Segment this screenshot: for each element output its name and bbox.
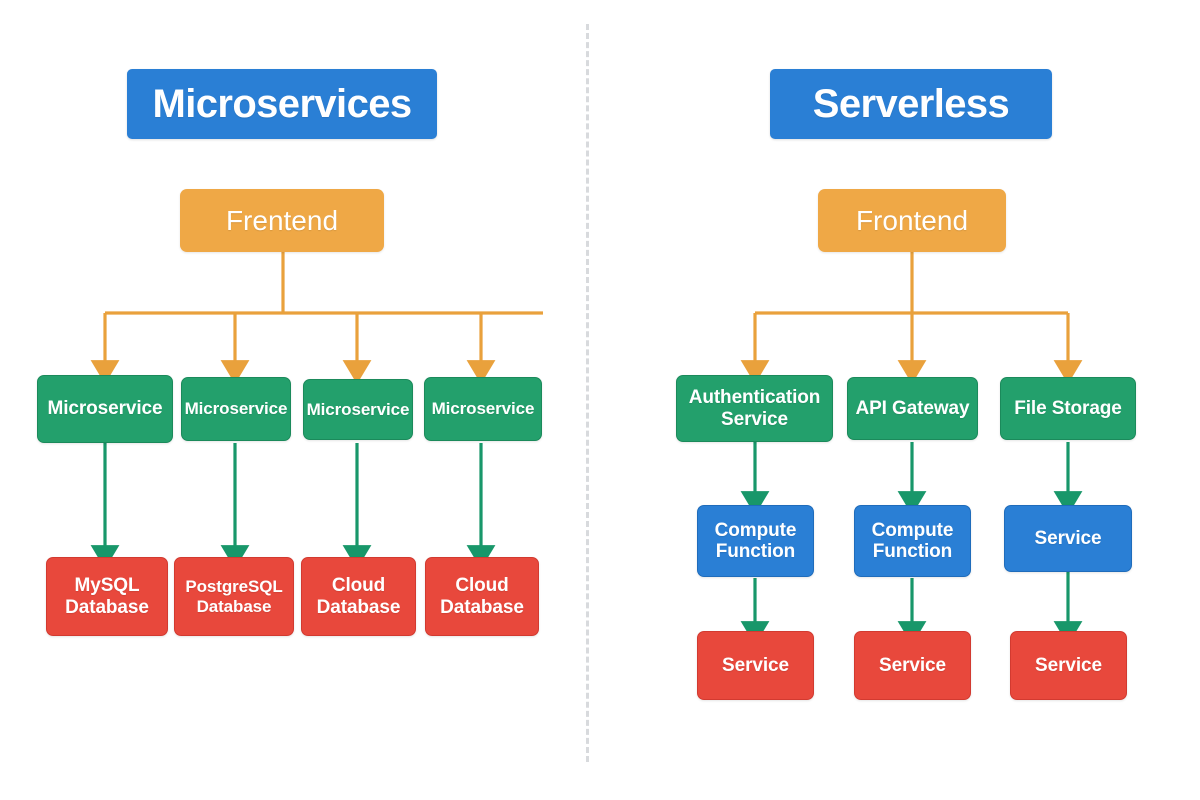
right-endpoint-node-3[interactable]: Service [1010,631,1127,700]
left-database-node-1[interactable]: MySQL Database [46,557,168,636]
left-frontend-node[interactable]: Frentend [180,189,384,252]
right-service-node-3[interactable]: File Storage [1000,377,1136,440]
left-database-label-1: MySQL Database [65,575,149,618]
left-frontend-fanout [90,252,543,385]
right-compute-node-2[interactable]: Compute Function [854,505,971,577]
left-service-node-1[interactable]: Microservice [37,375,173,443]
right-service-label-1: Authentication Service [688,387,821,430]
left-service-label-4: Microservice [431,399,535,419]
left-panel-title-label: Microservices [152,81,412,126]
right-service-to-compute-arrows [740,442,1083,516]
left-service-label-2: Microservice [184,399,288,419]
panel-divider [586,24,589,762]
right-endpoint-node-1[interactable]: Service [697,631,814,700]
right-endpoint-label-1: Service [722,654,789,676]
right-service-node-1[interactable]: Authentication Service [676,375,833,442]
left-service-node-4[interactable]: Microservice [424,377,542,441]
right-service-label-2: API Gateway [855,397,970,419]
right-compute-label-1: Compute Function [714,519,797,562]
left-database-label-3: Cloud Database [316,575,401,618]
left-database-node-4[interactable]: Cloud Database [425,557,539,636]
left-service-node-2[interactable]: Microservice [181,377,291,441]
right-service-label-3: File Storage [1014,397,1122,419]
left-frontend-label: Frentend [225,204,339,236]
right-endpoint-label-3: Service [1035,654,1102,676]
left-database-label-4: Cloud Database [440,575,524,618]
right-endpoint-node-2[interactable]: Service [854,631,971,700]
left-service-label-3: Microservice [306,399,410,419]
right-compute-to-endpoint-arrows [740,572,1083,646]
right-panel-title-label: Serverless [812,81,1010,126]
right-compute-node-1[interactable]: Compute Function [697,505,814,577]
right-frontend-label: Frontend [855,204,969,236]
right-compute-label-3: Service [1034,527,1102,549]
left-service-node-3[interactable]: Microservice [303,379,413,440]
right-endpoint-label-2: Service [879,654,946,676]
left-database-node-3[interactable]: Cloud Database [301,557,416,636]
left-database-node-2[interactable]: PostgreSQL Database [174,557,294,636]
left-service-label-1: Microservice [47,398,163,420]
left-database-label-2: PostgreSQL Database [185,577,283,616]
right-compute-node-3[interactable]: Service [1004,505,1132,572]
left-service-to-database-arrows [90,443,496,570]
right-compute-label-2: Compute Function [871,519,954,562]
right-service-node-2[interactable]: API Gateway [847,377,978,440]
right-frontend-node[interactable]: Frontend [818,189,1006,252]
right-panel-title: Serverless [770,69,1052,139]
right-frontend-fanout [740,252,1083,385]
left-panel-title: Microservices [127,69,437,139]
